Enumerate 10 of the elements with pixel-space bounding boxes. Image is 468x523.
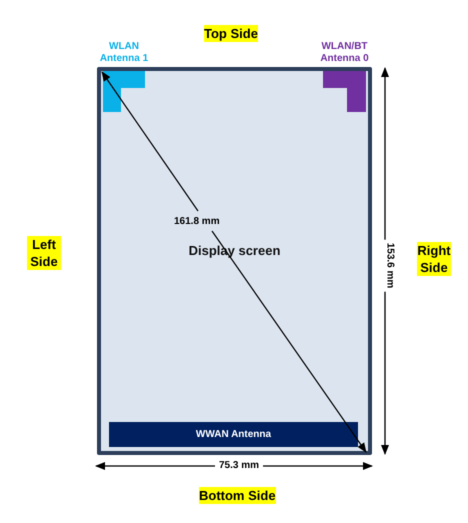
dimension-text: 75.3 mm [215,460,264,471]
side-label: Right Side [417,242,451,276]
side-label: Left Side [27,236,61,270]
antenna-label: WLAN/BT Antenna 0 [319,41,370,65]
side-label: Top Side [204,25,258,42]
antenna-bar: WWAN Antenna [109,422,358,447]
dimension-text: 161.8 mm [174,216,220,227]
side-label: Bottom Side [199,487,276,504]
antenna-label: WLAN Antenna 1 [98,41,150,65]
dimension-text: 153.6 mm [382,240,398,292]
